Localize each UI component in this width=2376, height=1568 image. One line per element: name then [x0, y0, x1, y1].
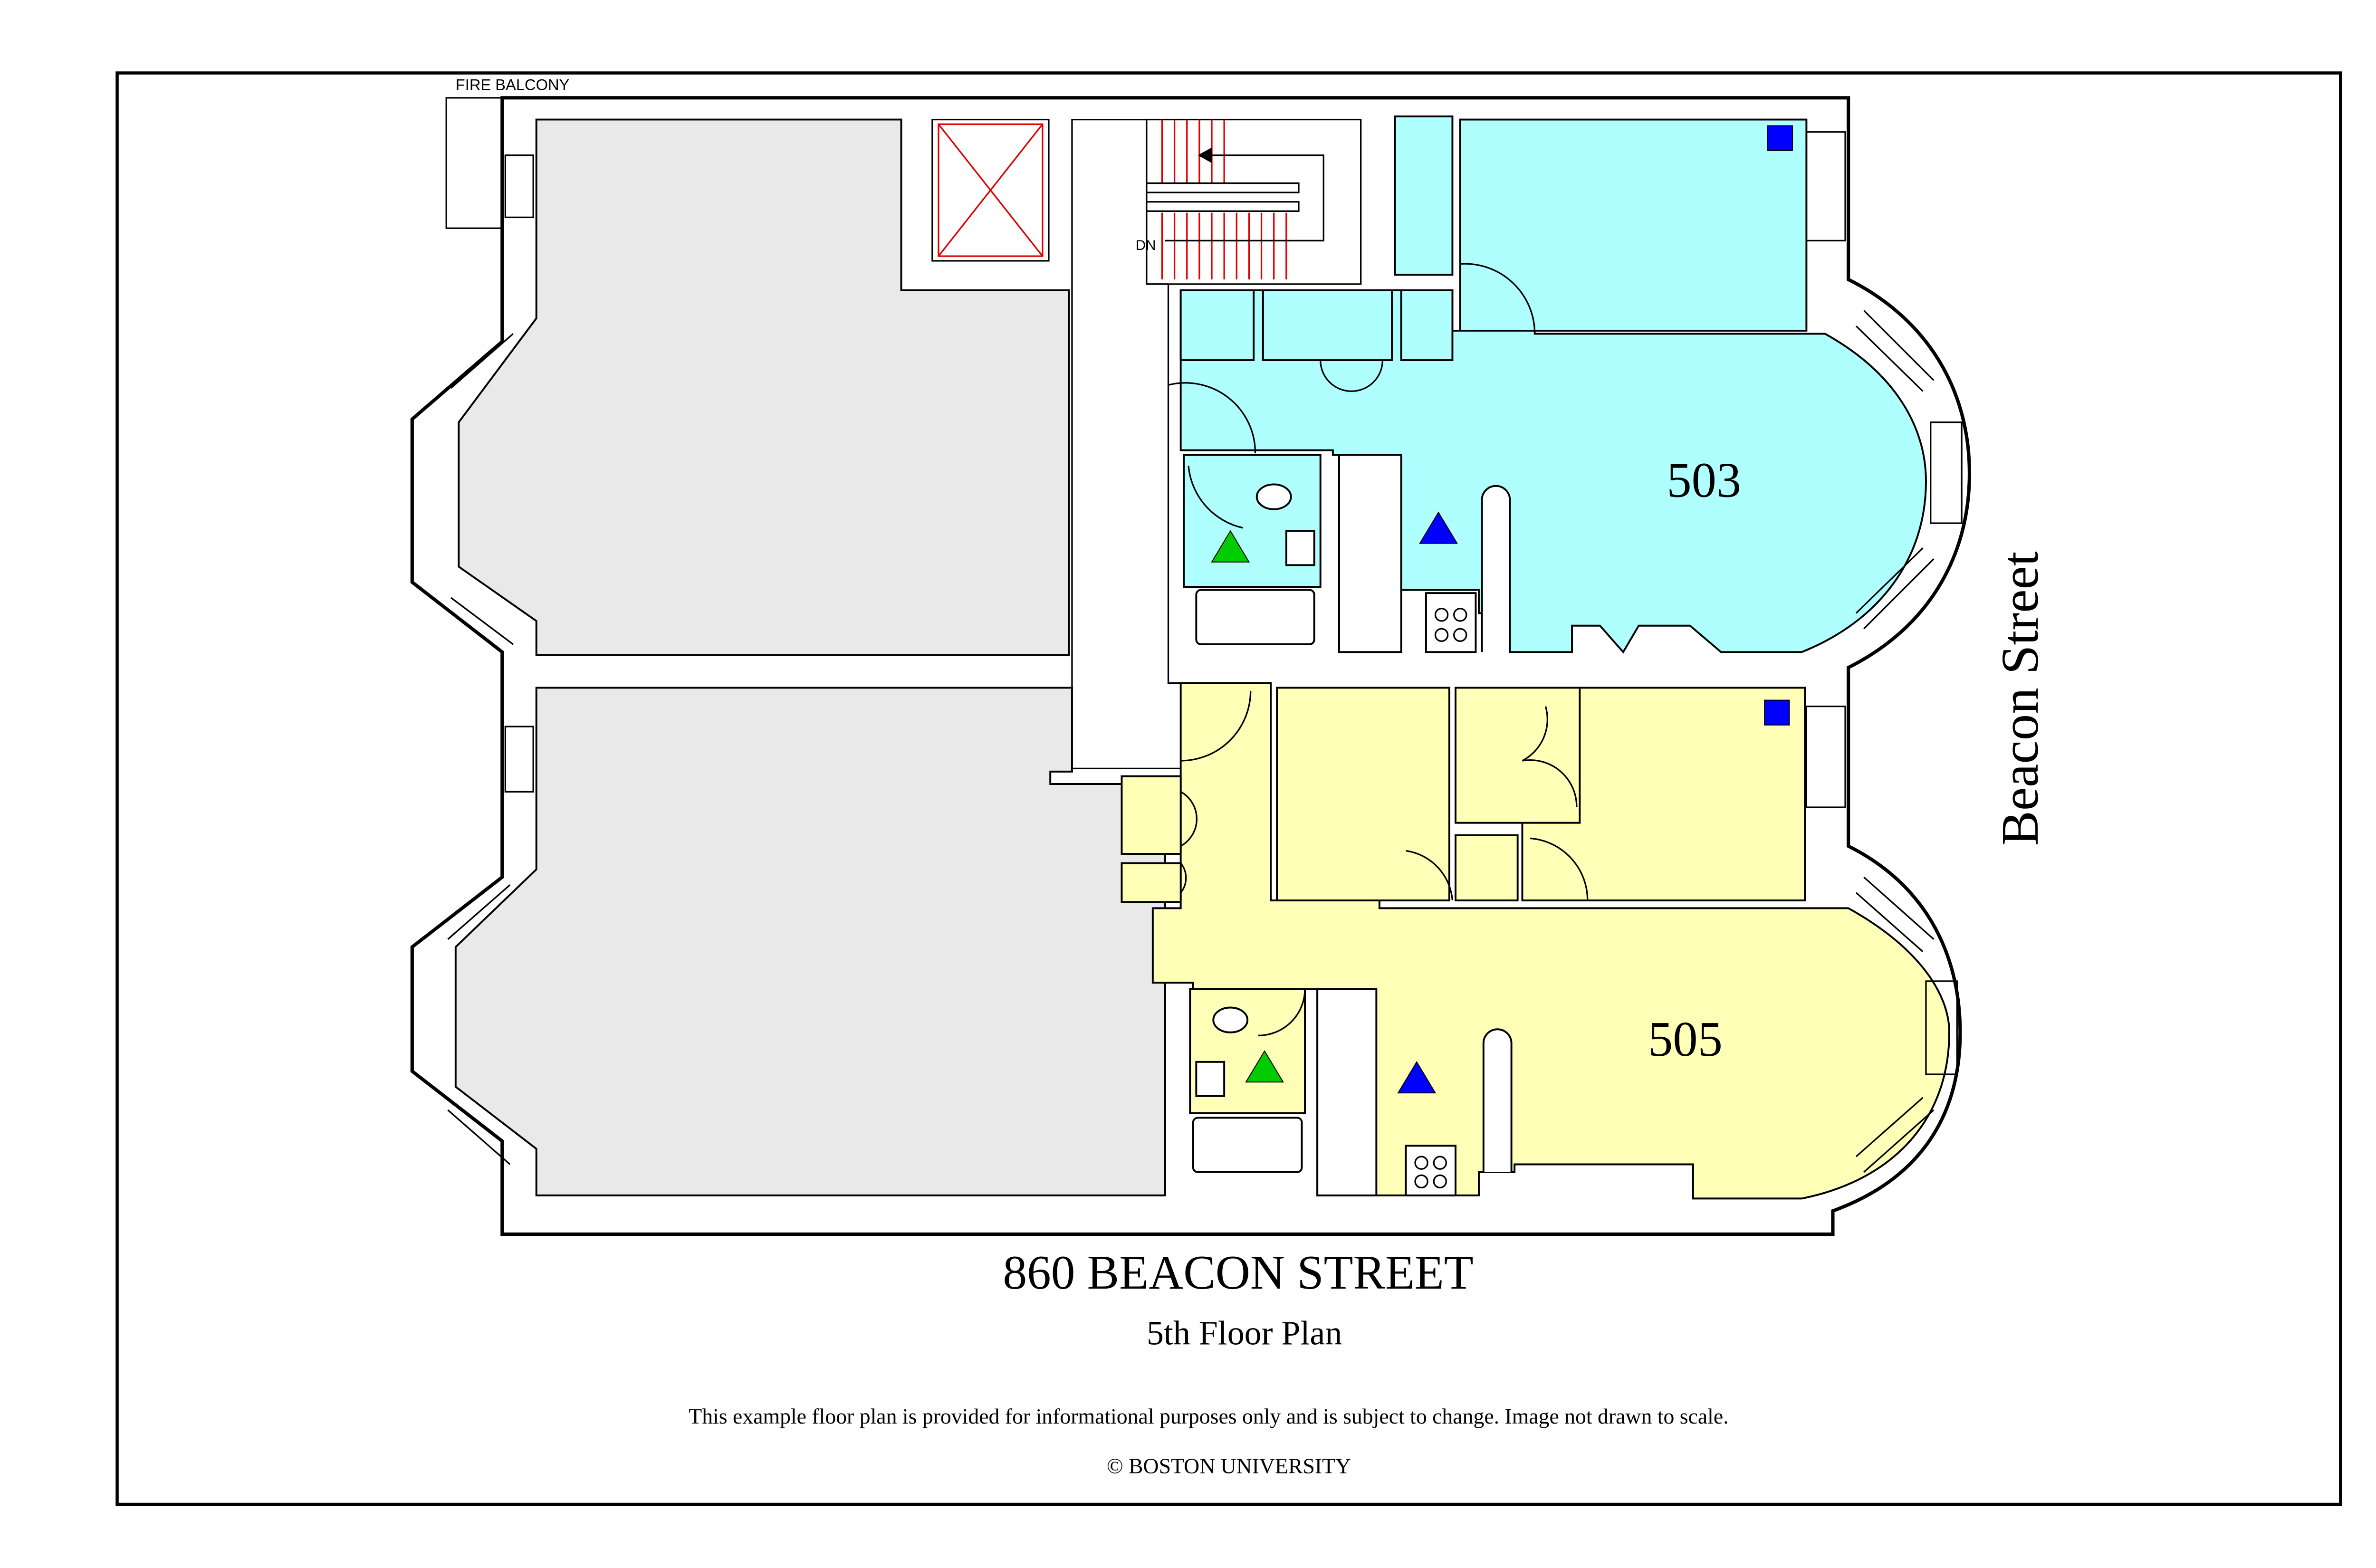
toilet — [1255, 483, 1292, 510]
corridor — [1071, 118, 1182, 769]
sink — [1285, 530, 1315, 566]
disclaimer: This example floor plan is provided for … — [689, 1404, 1728, 1428]
kitchen-counter — [1316, 988, 1378, 1196]
unit-503: 503 — [1168, 115, 1927, 654]
sheet-border — [115, 71, 2342, 1506]
marker-triangle-blue-icon — [1397, 1061, 1437, 1094]
windows — [447, 131, 1963, 1173]
bathtub — [1192, 1117, 1303, 1173]
marker-triangle-blue-icon — [1419, 511, 1458, 544]
sink — [1195, 1061, 1226, 1097]
marker-square-icon — [1764, 699, 1790, 726]
unit-503-closet — [1394, 115, 1454, 276]
unit-505-number: 505 — [1648, 1012, 1723, 1067]
marker-triangle-green-icon — [1245, 1050, 1284, 1083]
unit-503-bathroom — [1183, 454, 1322, 588]
partition-wall — [1482, 1028, 1513, 1172]
kitchen-counter — [1338, 454, 1402, 653]
building-title: 860 BEACON STREET — [1003, 1246, 1473, 1299]
bathtub — [1195, 589, 1315, 645]
building-outline — [410, 96, 1972, 1236]
unit-unavailable-north — [458, 118, 1070, 656]
marker-triangle-green-icon — [1211, 530, 1250, 563]
door-swing — [1168, 382, 1256, 454]
floor-subtitle: 5th Floor Plan — [1147, 1314, 1342, 1352]
fire-balcony — [445, 97, 503, 229]
stove — [1405, 1145, 1456, 1196]
elevator — [931, 118, 1050, 262]
unit-unavailable-south — [454, 687, 1166, 1196]
marker-square-icon — [1767, 125, 1793, 151]
street-label: Beacon Street — [1991, 551, 2050, 846]
partition-wall — [1481, 485, 1511, 652]
stair-dn-label: DN — [1136, 238, 1156, 253]
unit-505-bedroom-1 — [1276, 687, 1450, 902]
stairwell: DN — [1136, 118, 1362, 285]
copyright: © BOSTON UNIVERSITY — [1107, 1454, 1351, 1478]
unit-503-living-area — [1179, 289, 1927, 654]
toilet — [1212, 1006, 1249, 1033]
unit-503-bedroom — [1459, 118, 1808, 332]
unit-503-number: 503 — [1667, 453, 1741, 508]
stair-arrow-icon — [1198, 147, 1212, 163]
fire-balcony-label: FIRE BALCONY — [456, 76, 570, 94]
stove — [1425, 592, 1477, 653]
unit-505: 505 — [1121, 682, 1950, 1200]
